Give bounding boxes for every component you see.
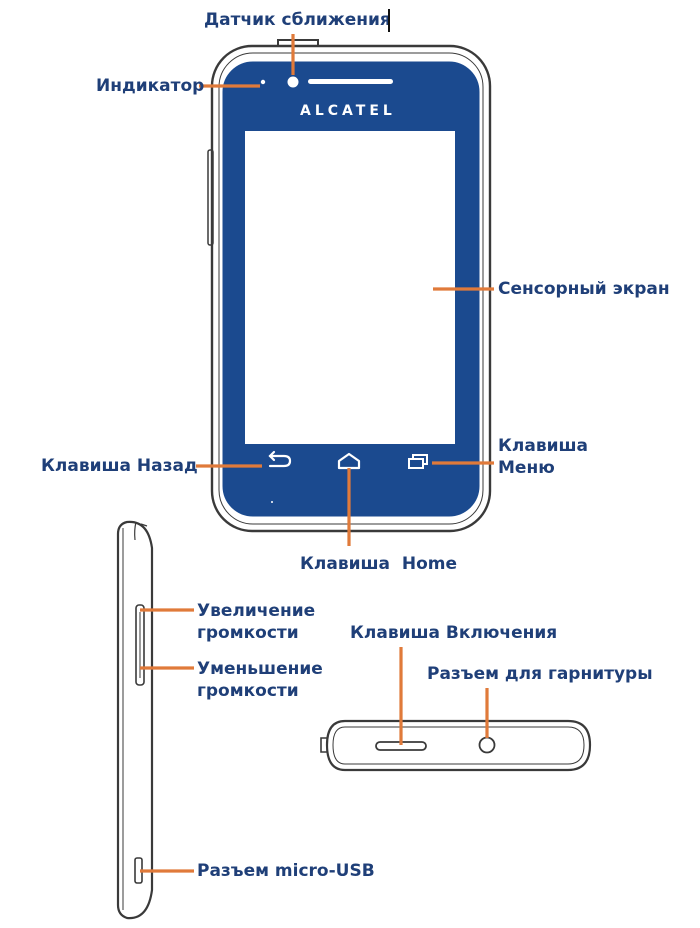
label-volume-up: Увеличение громкости bbox=[197, 600, 315, 644]
brand-logo: ALCATEL bbox=[300, 103, 396, 119]
microphone-dot bbox=[271, 501, 273, 503]
label-home-key: Клавиша Home bbox=[300, 554, 458, 574]
earpiece bbox=[308, 79, 393, 84]
label-volume-down-line2: громкости bbox=[197, 681, 299, 701]
label-indicator: Индикатор bbox=[96, 76, 205, 96]
leader-lines bbox=[140, 34, 494, 873]
label-volume-down: Уменьшение громкости bbox=[197, 658, 323, 702]
recent-apps-icon[interactable] bbox=[408, 454, 428, 469]
label-touchscreen: Сенсорный экран bbox=[498, 279, 670, 299]
touchscreen[interactable] bbox=[245, 131, 455, 444]
label-headset-jack: Разъем для гарнитуры bbox=[427, 664, 653, 684]
text-cursor bbox=[388, 9, 390, 32]
label-menu-key-line2: Меню bbox=[498, 458, 555, 478]
indicator-led bbox=[260, 79, 266, 85]
label-volume-up-line1: Увеличение bbox=[197, 601, 316, 621]
label-micro-usb: Разъем micro-USB bbox=[197, 861, 375, 881]
label-menu-key-line1: Клавиша bbox=[498, 436, 589, 456]
label-power-key: Клавиша Включения bbox=[350, 623, 558, 643]
phone-top bbox=[320, 719, 592, 772]
phone-side bbox=[116, 520, 154, 920]
home-icon[interactable] bbox=[337, 452, 361, 470]
proximity-sensor bbox=[287, 76, 299, 88]
label-back-key: Клавиша Назад bbox=[41, 456, 198, 476]
label-volume-up-line2: громкости bbox=[197, 623, 299, 643]
headset-jack[interactable] bbox=[478, 736, 496, 754]
label-volume-down-line1: Уменьшение bbox=[197, 659, 323, 679]
label-proximity-sensor: Датчик сближения bbox=[204, 10, 391, 30]
label-menu-key: Клавиша Меню bbox=[498, 435, 588, 479]
back-arrow-icon[interactable] bbox=[268, 450, 292, 468]
volume-rocker[interactable] bbox=[135, 604, 145, 686]
